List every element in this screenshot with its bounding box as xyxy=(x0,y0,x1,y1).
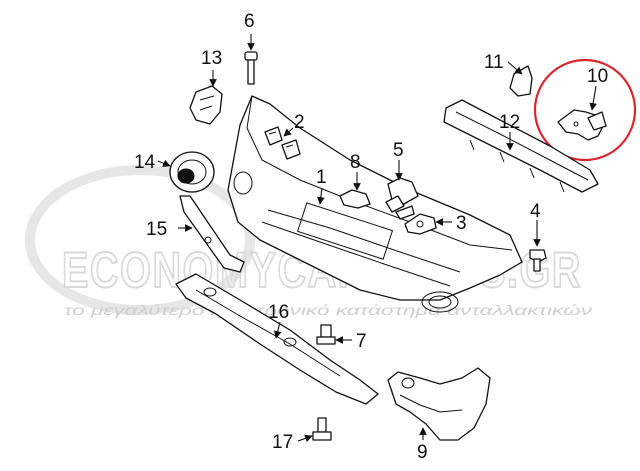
callout-7: 7 xyxy=(356,331,367,352)
bolt-7 xyxy=(316,324,336,345)
bolt-6 xyxy=(244,51,258,85)
callout-8: 8 xyxy=(350,152,361,173)
watermark-tagline: το μεγαλύτερο ηλεκτρονικό κατάστημα αντα… xyxy=(64,302,592,318)
callout-10: 10 xyxy=(587,66,608,87)
bolt-4 xyxy=(529,249,547,272)
callout-4: 4 xyxy=(530,201,541,222)
watermark-logo-ring xyxy=(25,165,255,315)
callout-15: 15 xyxy=(146,219,167,240)
bracket-15 xyxy=(179,195,245,273)
bracket-11 xyxy=(509,65,533,97)
bracket-10 xyxy=(557,109,607,141)
callouts: 6 13 2 1 8 5 3 4 11 10 12 14 15 16 7 9 1… xyxy=(134,11,608,463)
callout-3: 3 xyxy=(456,213,467,234)
leader-lines xyxy=(157,34,597,442)
callout-6: 6 xyxy=(244,11,255,32)
highlight-circle xyxy=(533,58,637,162)
callout-12: 12 xyxy=(499,112,520,133)
bumper-cover xyxy=(227,95,523,313)
bracket-5 xyxy=(385,177,419,220)
clip-pair xyxy=(264,126,301,160)
callout-9: 9 xyxy=(417,442,428,463)
bracket-8 xyxy=(339,189,371,209)
callout-2: 2 xyxy=(294,112,305,133)
callout-14: 14 xyxy=(134,152,156,173)
callout-1: 1 xyxy=(316,167,327,188)
lower-valance xyxy=(175,273,379,405)
callout-17: 17 xyxy=(272,432,293,453)
fog-lamp xyxy=(169,151,215,193)
callout-5: 5 xyxy=(393,140,404,161)
bracket-13 xyxy=(189,85,223,125)
bracket-3 xyxy=(404,213,437,235)
callout-13: 13 xyxy=(201,48,222,69)
screw-17 xyxy=(312,417,332,441)
reinforcement-beam xyxy=(443,99,599,193)
callout-16: 16 xyxy=(268,302,289,323)
callout-11: 11 xyxy=(484,52,504,73)
corner-trim xyxy=(387,367,491,441)
